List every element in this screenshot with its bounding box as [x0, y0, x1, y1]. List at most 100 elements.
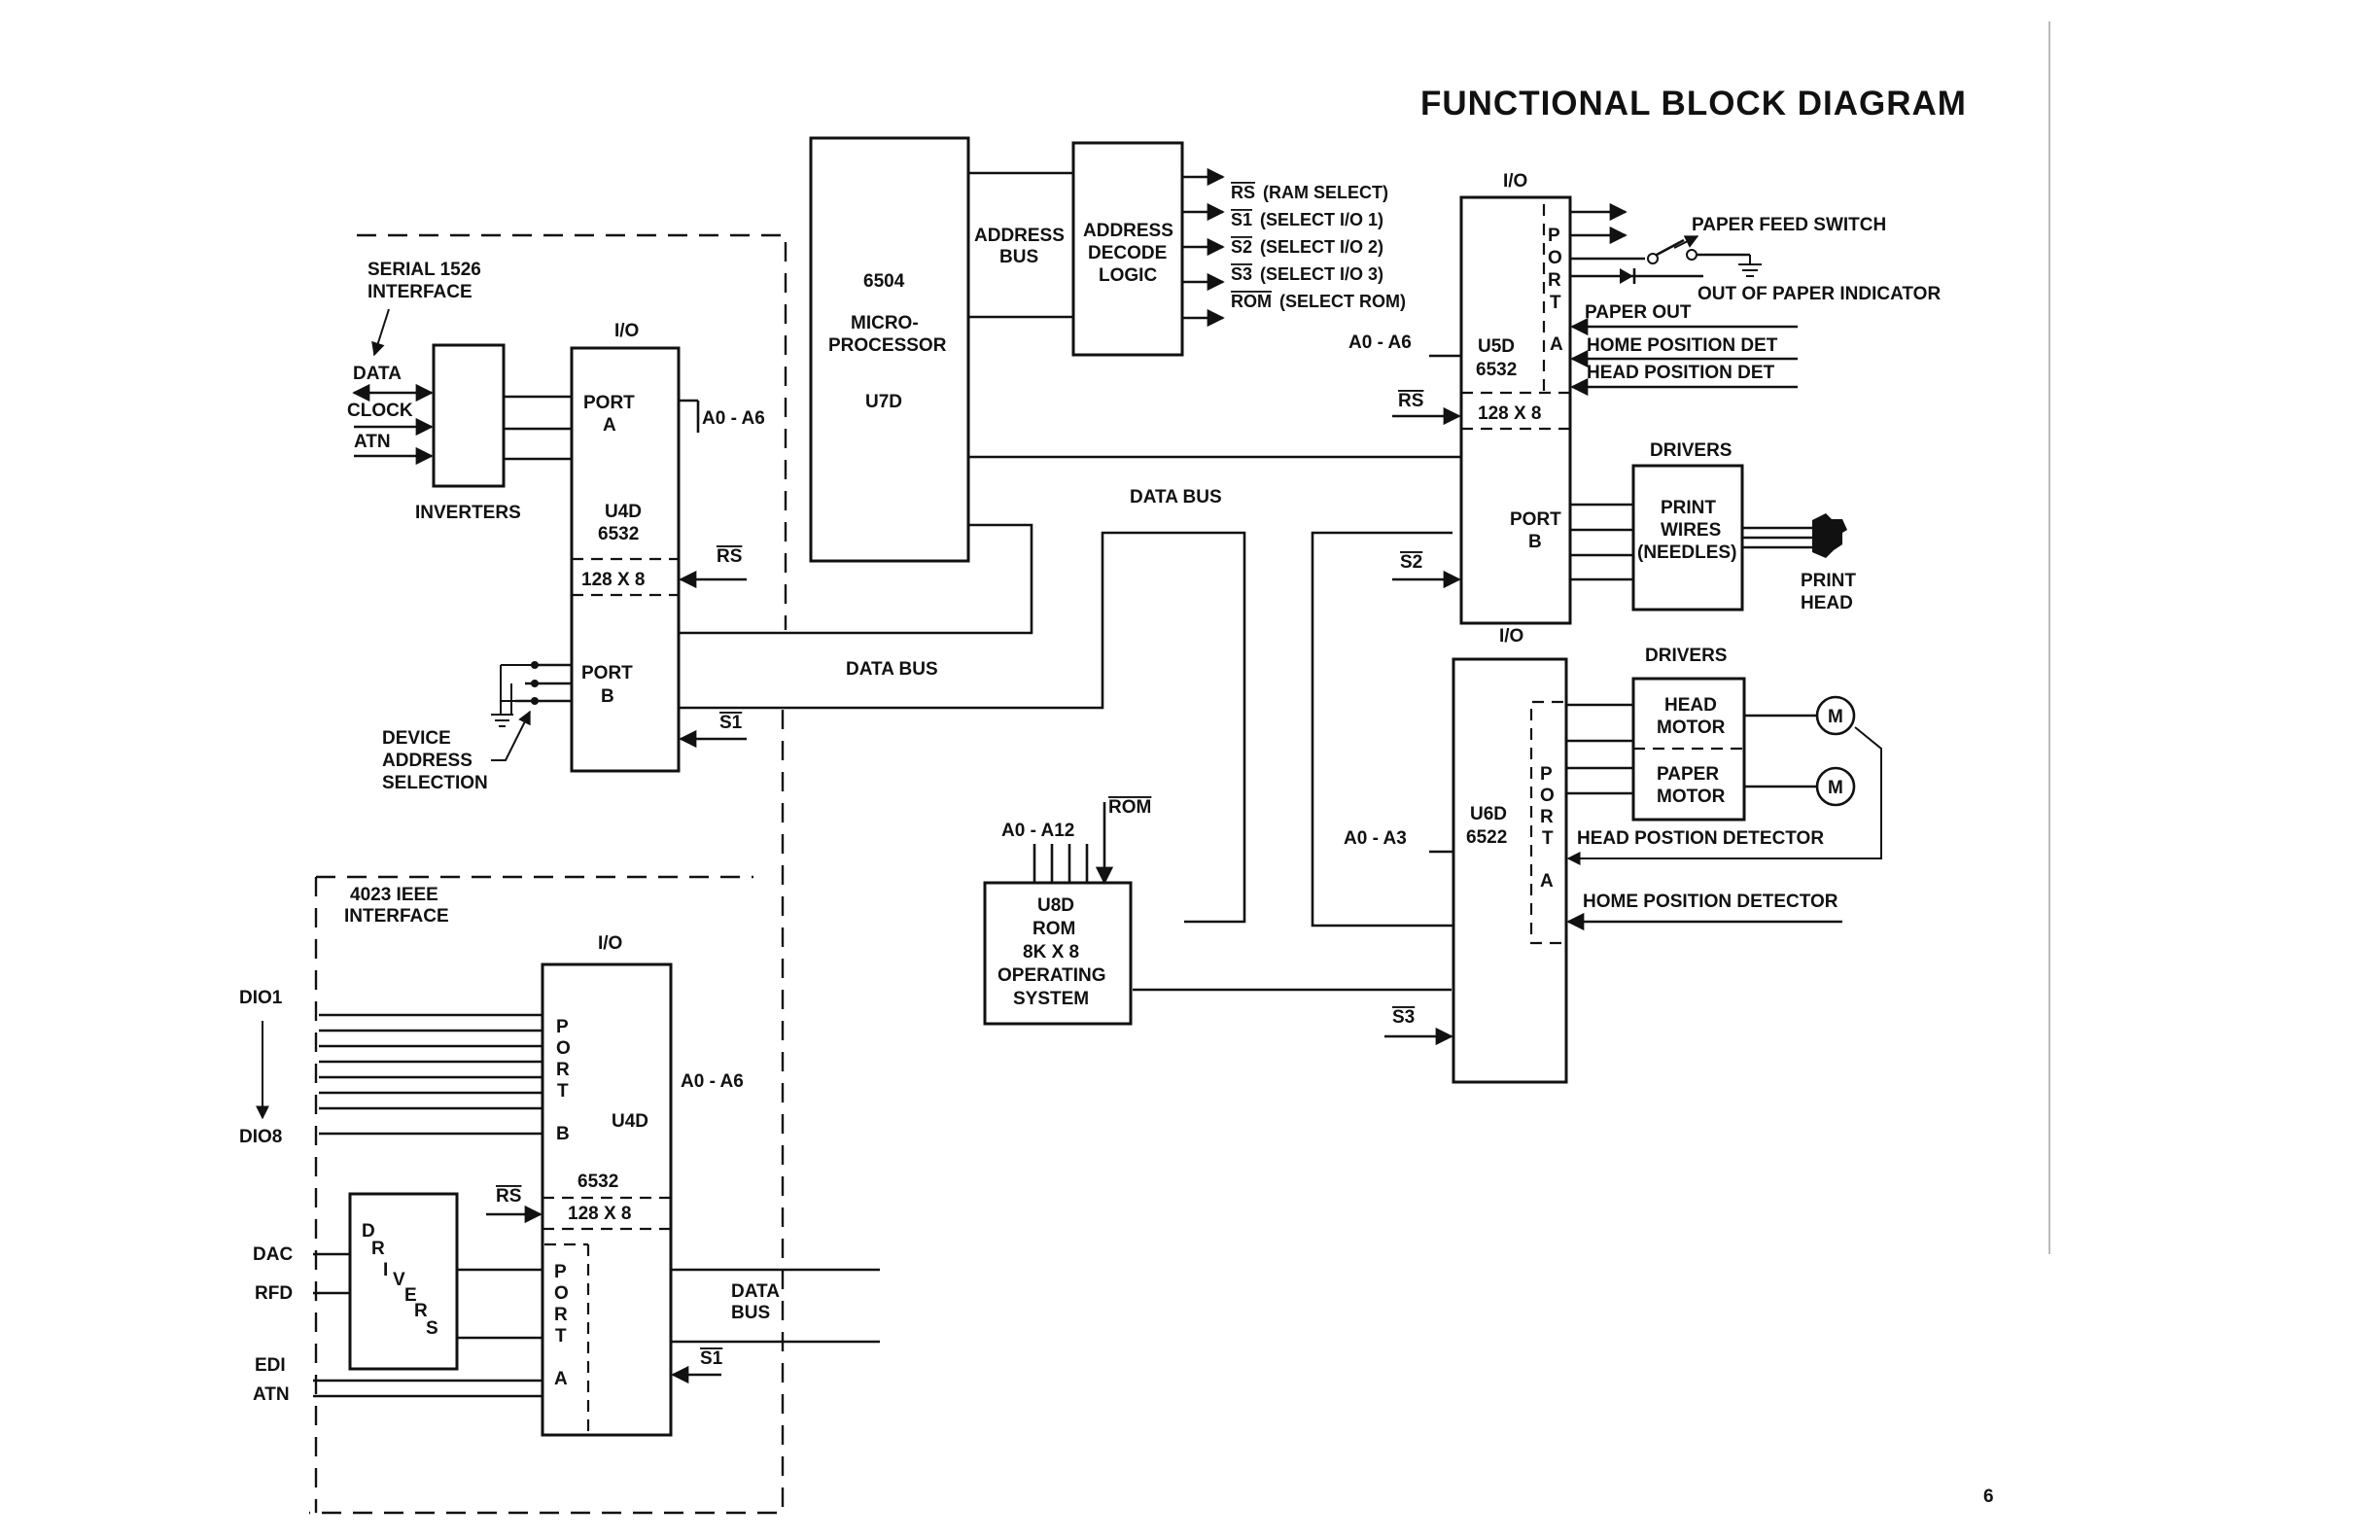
cpu-line-4: U7D	[865, 392, 902, 412]
decode-1: ADDRESS	[1083, 221, 1173, 241]
ieee-port-a-o: O	[554, 1283, 569, 1304]
page-title: FUNCTIONAL BLOCK DIAGRAM	[1420, 85, 1967, 122]
ieee-ram: 128 X 8	[568, 1204, 632, 1224]
dev-addr-node-3	[531, 697, 539, 705]
select-sig-rom: ROM	[1231, 292, 1272, 311]
ieee-rs: RS	[496, 1186, 521, 1207]
u5d-port-b-1: PORT	[1510, 509, 1561, 530]
dio-first: DIO1	[239, 988, 283, 1008]
u4d-port-b-2: B	[601, 686, 614, 707]
ieee-port-a-a: A	[554, 1369, 568, 1389]
data-bus-label-1: DATA BUS	[846, 659, 938, 680]
u5d-port-a-o: O	[1548, 248, 1562, 268]
home-position-detector: HOME POSITION DETECTOR	[1583, 892, 1838, 912]
paper-out: PAPER OUT	[1585, 302, 1692, 323]
paper-motor-m: M	[1828, 778, 1843, 798]
select-sig-s3: S3	[1231, 264, 1252, 284]
select-desc-s2: (SELECT I/O 2)	[1260, 237, 1383, 257]
address-bus-1: ADDRESS	[974, 226, 1065, 246]
paper-feed-switch: PAPER FEED SWITCH	[1692, 215, 1886, 235]
paper-switch-contact-2	[1686, 249, 1698, 261]
drivers-letter-d: D	[362, 1221, 375, 1242]
paper-motor-1: PAPER	[1657, 764, 1719, 785]
ieee-port-a-t: T	[555, 1326, 567, 1347]
u5d-rs: RS	[1398, 391, 1423, 411]
serial-heading-1: SERIAL 1526	[368, 260, 481, 280]
paper-motor-icon	[1815, 766, 1856, 807]
select-desc-s3: (SELECT I/O 3)	[1260, 264, 1383, 284]
u6d-box	[1452, 657, 1568, 1084]
u6d-section: I/O P O R T A U6D 6522 A0 - A3 S3 DRIVER…	[1344, 626, 1882, 1084]
u4d-port-a-1: PORT	[583, 393, 635, 413]
u6d-io: I/O	[1499, 626, 1523, 647]
paper-switch-ground-icon	[1738, 255, 1762, 277]
serial-boundary	[357, 233, 788, 630]
ieee-port-a-p: P	[554, 1262, 567, 1282]
ieee-io: I/O	[598, 933, 622, 954]
rom-line-3: 8K X 8	[1023, 942, 1079, 962]
ieee-boundary-right	[309, 710, 785, 1515]
ieee-port-b-p: P	[556, 1017, 569, 1037]
u6d-port-o: O	[1540, 786, 1555, 806]
drivers-label-1: DRIVERS	[1650, 440, 1732, 461]
svg-text:S3(SELECT I/O 3): S3 (SELECT I/O 3)	[1231, 264, 1383, 284]
home-position-det: HOME POSITION DET	[1587, 335, 1778, 356]
data-bus-lower-serial	[679, 531, 1246, 924]
select-sig-rs: RS	[1231, 183, 1255, 202]
print-head-2: HEAD	[1801, 593, 1853, 613]
cpu-line-2: MICRO-	[851, 313, 919, 333]
led-diode-icon	[1620, 268, 1633, 284]
ieee-signal-rfd: RFD	[255, 1283, 293, 1304]
rom-select: ROM	[1108, 797, 1151, 818]
u6d-port-r: R	[1540, 807, 1554, 827]
u5d-port-a-r: R	[1548, 270, 1561, 291]
print-head-1: PRINT	[1801, 571, 1856, 591]
print-wires-3: (NEEDLES)	[1637, 542, 1736, 563]
print-head-icon	[1812, 513, 1847, 558]
drivers-letter-e: E	[404, 1285, 417, 1306]
u4d-chip-2: 6532	[598, 524, 639, 544]
ieee-heading-2: INTERFACE	[344, 906, 449, 927]
rom-section: A0 - A12 ROM U8D ROM 8K X 8 OPERATING SY…	[983, 797, 1151, 1026]
data-bus-to-u6d	[1311, 531, 1453, 928]
paper-switch-contact	[1647, 253, 1659, 264]
select-sig-s2: S2	[1231, 237, 1252, 257]
print-wires-2: WIRES	[1661, 520, 1721, 541]
drivers-letter-r: R	[371, 1239, 385, 1259]
data-bus-section: DATA BUS DATA BUS	[679, 455, 1461, 992]
u4d-port-a-2: A	[603, 415, 616, 436]
u4d-addr: A0 - A6	[702, 408, 765, 429]
u5d-section: I/O P O R T A U5D 6532 128 X 8 PORT B A0…	[1348, 171, 1941, 625]
drivers-letter-i: I	[383, 1260, 388, 1280]
ieee-chip: U4D	[612, 1111, 648, 1132]
rom-line-5: SYSTEM	[1013, 989, 1089, 1009]
u4d-chip-1: U4D	[605, 502, 642, 522]
u5d-port-a-t: T	[1550, 293, 1561, 313]
dev-addr-ground-lines	[500, 664, 535, 715]
ieee-chip-2: 6532	[578, 1172, 618, 1192]
serial-signal-data: DATA	[353, 364, 402, 384]
u4d-rs: RS	[717, 546, 742, 567]
cpu-box	[809, 136, 970, 563]
ieee-data-bus-1: DATA	[731, 1281, 780, 1302]
u4d-ram: 128 X 8	[581, 570, 646, 590]
u6d-port-t: T	[1542, 828, 1554, 849]
head-motor-m: M	[1828, 707, 1843, 727]
svg-text:S2(SELECT I/O 2): S2 (SELECT I/O 2)	[1231, 237, 1383, 257]
rom-addr: A0 - A12	[1001, 821, 1074, 841]
decode-3: LOGIC	[1099, 265, 1157, 286]
data-bus-label-2: DATA BUS	[1130, 487, 1222, 508]
data-bus-upper-serial	[679, 523, 1033, 635]
rom-box	[983, 881, 1133, 1026]
rom-line-4: OPERATING	[998, 965, 1106, 986]
u4d-s1: S1	[719, 713, 743, 733]
inverters-box	[432, 343, 506, 488]
decode-2: DECODE	[1088, 243, 1167, 263]
head-motor-1: HEAD	[1664, 695, 1717, 716]
u5d-chip-1: U5D	[1478, 336, 1515, 357]
u5d-io: I/O	[1503, 171, 1527, 192]
u4d-io-label: I/O	[614, 321, 639, 341]
u6d-chip-2: 6522	[1466, 827, 1507, 848]
inverters-label: INVERTERS	[415, 503, 521, 523]
dev-addr-node-2	[531, 680, 539, 687]
